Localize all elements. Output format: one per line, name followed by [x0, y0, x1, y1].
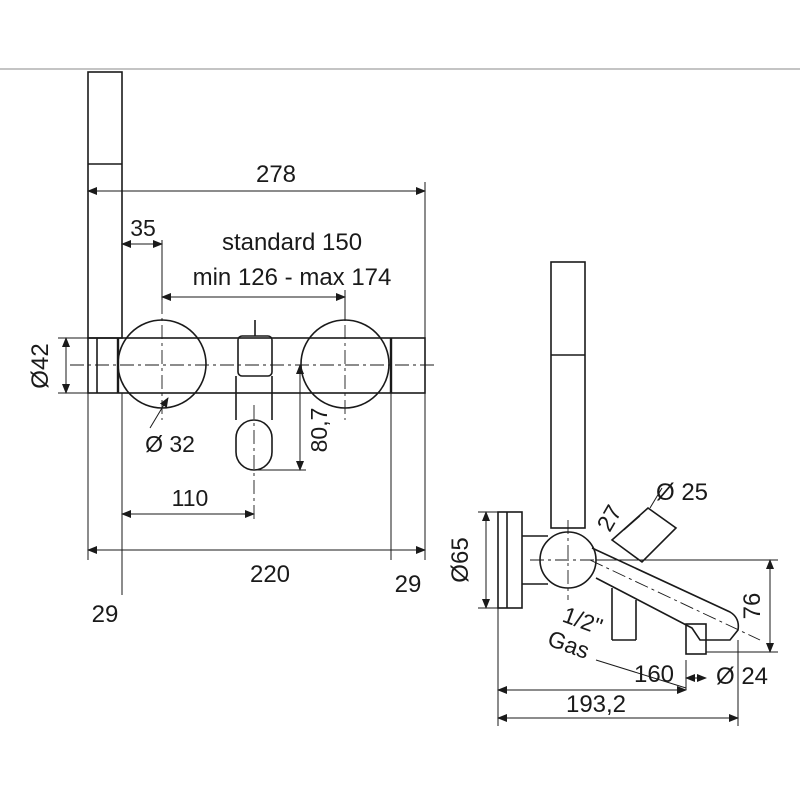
dim-160-line: [595, 659, 687, 689]
dim-27-line: [623, 515, 641, 531]
diverter-knob: [237, 335, 273, 377]
hand-shower-handle: [87, 71, 123, 339]
side-spout: [591, 547, 740, 641]
dim-150-note-2: min 126 - max 174: [193, 264, 392, 291]
dim-220-label: 220: [250, 561, 290, 588]
dim-35-label: 35: [130, 215, 156, 241]
dim-160-label: 160: [634, 661, 674, 688]
wall-rosette: [497, 511, 523, 609]
front-view: 278 35 standard 150 min 126 - max 174 Ø4…: [27, 71, 435, 628]
dim-193-2-label: 193,2: [566, 691, 626, 718]
dim-32-leader: [149, 397, 169, 429]
side-connection-pipe: [611, 588, 637, 641]
side-view: Ø65 Ø 25 27 1/2" Gas 160 Ø 24 76 193,2: [447, 261, 778, 726]
spout-neck: [235, 376, 273, 420]
dim-25-leader: [649, 487, 663, 509]
side-spout-axis: [589, 559, 761, 641]
dim-29-right-label: 29: [395, 571, 422, 598]
dim-24-label: Ø 24: [716, 663, 768, 690]
side-knob: [610, 506, 678, 564]
dim-32-label: Ø 32: [145, 431, 195, 457]
dim-76-label: 76: [739, 593, 766, 620]
dim-110-label: 110: [172, 485, 209, 511]
dim-25-label: Ø 25: [656, 479, 708, 506]
dim-42-label: Ø42: [27, 343, 54, 388]
dim-29-left-label: 29: [92, 601, 119, 628]
side-outlet: [685, 623, 707, 655]
dim-65-label: Ø65: [447, 537, 474, 582]
mixer-bar-body: [87, 337, 426, 394]
dim-27-label: 27: [591, 500, 626, 535]
side-hand-shower-handle: [550, 261, 586, 529]
dim-150-note-1: standard 150: [222, 229, 362, 256]
dim-80-7-label: 80,7: [306, 408, 332, 453]
dim-278-label: 278: [256, 161, 296, 188]
